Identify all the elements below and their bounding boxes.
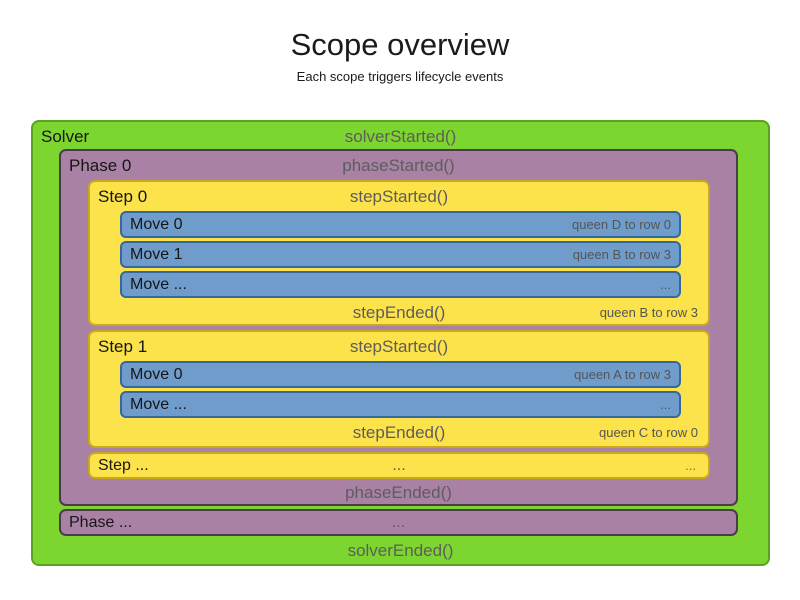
step-more-right-ellipsis: ...: [685, 458, 696, 473]
move-annotation: ...: [660, 397, 671, 412]
move-row: Move 1 queen B to row 3: [120, 241, 681, 268]
page-subtitle: Each scope triggers lifecycle events: [296, 69, 504, 84]
step-more-label: Step ...: [98, 457, 149, 474]
phase-more-box: Phase ... ...: [59, 509, 738, 536]
phase-0-label: Phase 0: [69, 156, 132, 175]
move-label: Move 1: [130, 246, 183, 263]
step-1-box: Step 1 stepStarted() Move 0 queen A to r…: [88, 330, 710, 448]
solver-started-event: solverStarted(): [344, 127, 457, 146]
solver-scope-box: Solver solverStarted() Phase 0 phaseStar…: [31, 120, 770, 566]
step-0-box: Step 0 stepStarted() Move 0 queen D to r…: [88, 180, 710, 326]
step-1-label: Step 1: [98, 337, 148, 356]
step-1-started-event: stepStarted(): [349, 337, 449, 356]
move-annotation: queen B to row 3: [572, 247, 671, 262]
step-1-ended-annotation: queen C to row 0: [598, 425, 698, 440]
move-row: Move ... ...: [120, 391, 681, 418]
move-label: Move ...: [130, 396, 187, 413]
move-label: Move 0: [130, 366, 183, 383]
step-more-box: Step ... ... ...: [88, 452, 710, 479]
solver-label: Solver: [41, 127, 90, 146]
move-annotation: ...: [660, 277, 671, 292]
step-1-ended-event: stepEnded(): [352, 423, 446, 442]
move-row: Move 0 queen D to row 0: [120, 211, 681, 238]
move-row: Move ... ...: [120, 271, 681, 298]
move-label: Move ...: [130, 276, 187, 293]
step-0-ended-annotation: queen B to row 3: [599, 305, 698, 320]
move-annotation: queen D to row 0: [571, 217, 671, 232]
move-row: Move 0 queen A to row 3: [120, 361, 681, 388]
step-0-ended-event: stepEnded(): [352, 303, 446, 322]
phase-started-event: phaseStarted(): [342, 156, 455, 175]
step-more-center-ellipsis: ...: [392, 457, 406, 474]
move-annotation: queen A to row 3: [574, 367, 671, 382]
solver-ended-event: solverEnded(): [347, 541, 454, 560]
phase-0-box: Phase 0 phaseStarted() Step 0 stepStarte…: [59, 149, 738, 506]
phase-ended-event: phaseEnded(): [345, 483, 452, 502]
phase-more-center-ellipsis: ...: [391, 514, 406, 531]
page-title: Scope overview: [290, 27, 510, 62]
phase-more-label: Phase ...: [69, 514, 133, 531]
step-0-started-event: stepStarted(): [349, 187, 449, 206]
move-label: Move 0: [130, 216, 183, 233]
step-0-label: Step 0: [98, 187, 148, 206]
